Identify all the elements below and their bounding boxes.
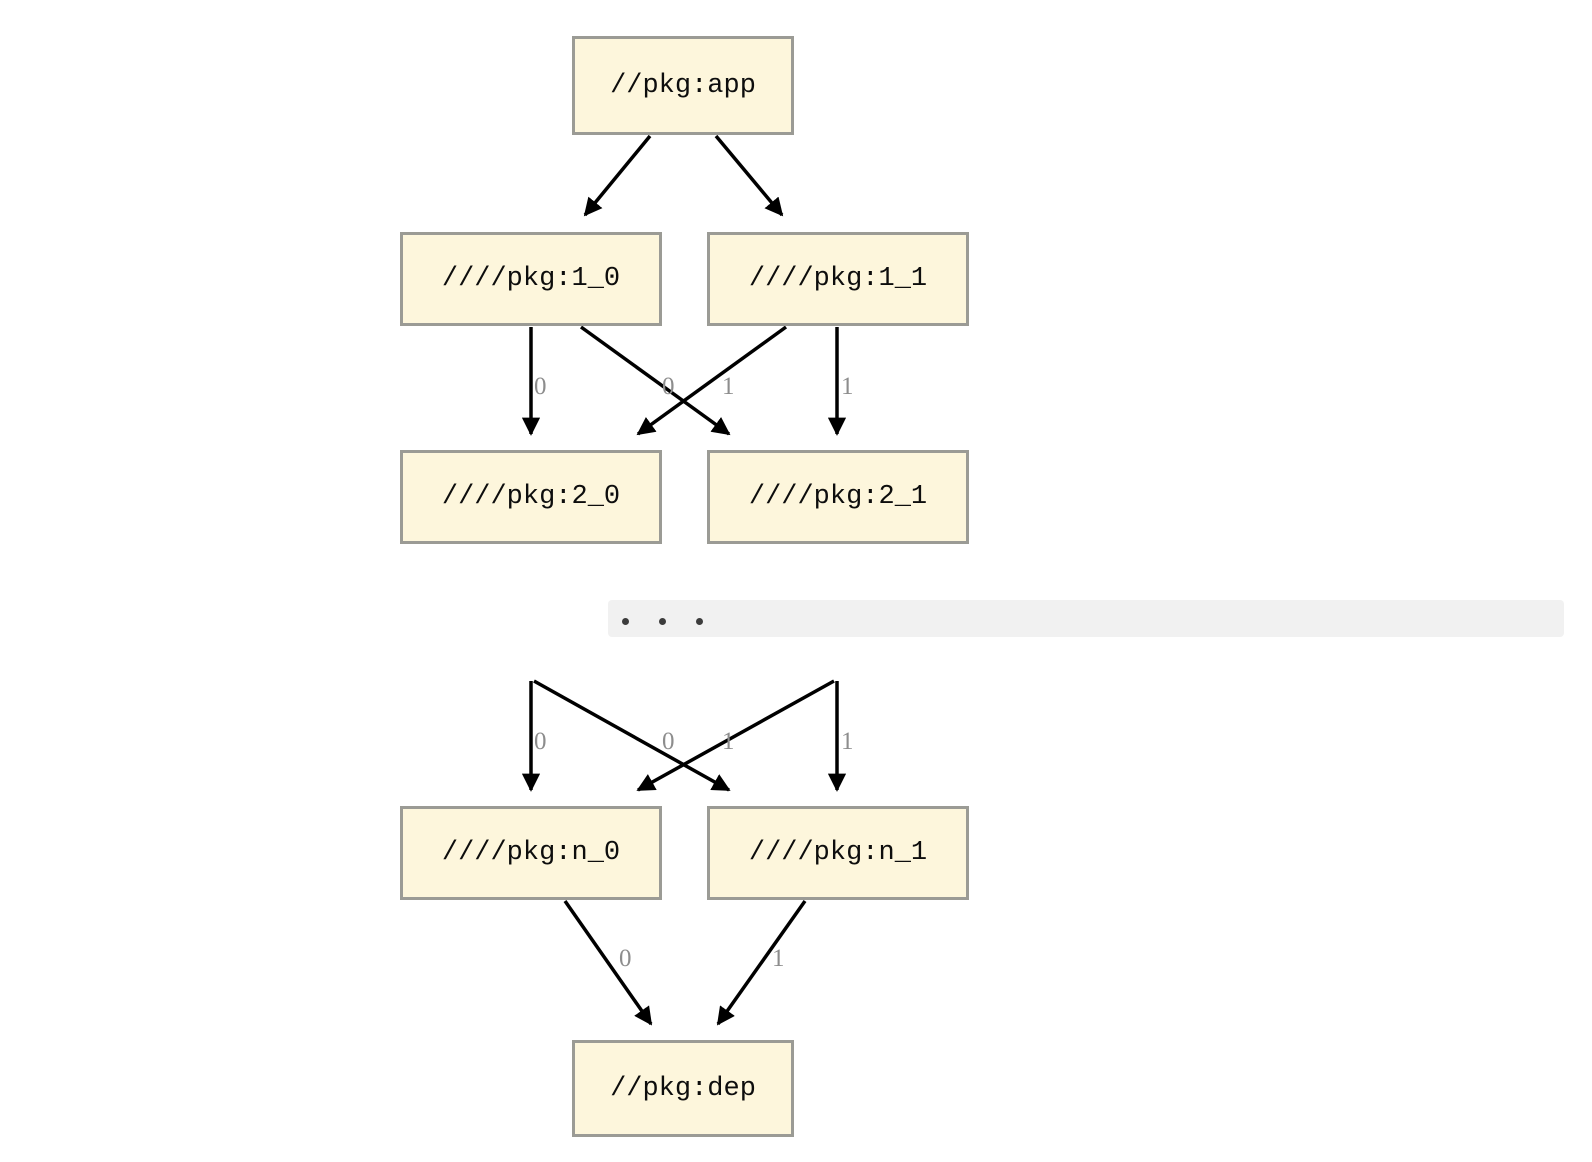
ellipsis-dot: [659, 618, 666, 625]
node-pkg-2_0[interactable]: ////pkg:2_0: [400, 450, 662, 544]
node-pkg-1_1[interactable]: ////pkg:1_1: [707, 232, 969, 326]
node-pkg-1_0[interactable]: ////pkg:1_0: [400, 232, 662, 326]
ellipsis-dot: [622, 618, 629, 625]
edge-app-to-pkg1_1: [714, 134, 784, 217]
edge-label-dangling-pkgn_0: 0: [534, 728, 547, 755]
ellipsis-dot: [696, 618, 703, 625]
edge-label-dangling-cross-pkgn_1: 1: [722, 728, 735, 755]
edge-dangling-cross-to-pkgn_1: [533, 679, 731, 792]
node-pkg-app[interactable]: //pkg:app: [572, 36, 794, 135]
node-label: //pkg:dep: [610, 1073, 756, 1104]
node-label: ////pkg:n_1: [748, 838, 928, 868]
ellipsis-icon: [622, 618, 703, 625]
edge-label-pkg1_0-pkg2_1: 1: [722, 373, 735, 400]
node-pkg-2_1[interactable]: ////pkg:2_1: [707, 450, 969, 544]
node-label: //pkg:app: [610, 70, 756, 101]
node-label: ////pkg:n_0: [441, 838, 621, 868]
node-label: ////pkg:1_0: [441, 264, 621, 294]
edge-label-pkgn_1-dep: 1: [772, 945, 785, 972]
edge-label-dangling-cross-pkgn_0: 0: [662, 728, 675, 755]
edge-pkgn_1-to-dep: [716, 899, 807, 1026]
edge-pkg1_0-to-pkg2_1: [579, 325, 731, 436]
node-label: ////pkg:2_0: [441, 482, 621, 512]
node-label: ////pkg:1_1: [748, 264, 928, 294]
edge-label-pkg1_0-pkg2_0: 0: [534, 373, 547, 400]
edge-label-pkgn_0-dep: 0: [619, 945, 632, 972]
edge-pkgn_0-to-dep: [563, 899, 653, 1026]
edge-label-dangling-pkgn_1: 1: [841, 728, 854, 755]
edge-label-pkg1_1-pkg2_1: 1: [841, 373, 854, 400]
edge-dangling-cross-to-pkgn_0: [636, 679, 835, 792]
truncated-levels-band: [608, 600, 1564, 637]
node-label: ////pkg:2_1: [748, 482, 928, 512]
node-pkg-n_1[interactable]: ////pkg:n_1: [707, 806, 969, 900]
node-pkg-dep[interactable]: //pkg:dep: [572, 1040, 794, 1137]
edge-pkg1_1-to-pkg2_0: [636, 325, 788, 436]
node-pkg-n_0[interactable]: ////pkg:n_0: [400, 806, 662, 900]
edge-label-pkg1_1-pkg2_0: 0: [662, 373, 675, 400]
edge-app-to-pkg1_0: [583, 134, 652, 217]
